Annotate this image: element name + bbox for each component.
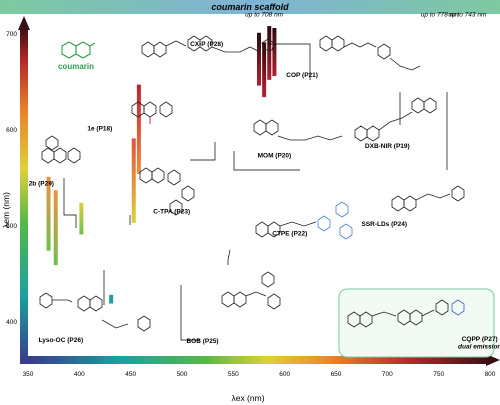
coumarin-label: coumarin	[58, 62, 94, 71]
probe-label: CQPP (P27)	[462, 336, 498, 343]
cqpp-box	[338, 288, 495, 358]
range-bar	[79, 202, 84, 235]
banner-title: coumarin scaffold	[0, 0, 500, 14]
mom-structure-icon	[253, 119, 343, 141]
range-bar	[109, 294, 114, 304]
range-bar	[267, 26, 272, 80]
x-axis-label: λex (nm)	[231, 393, 264, 403]
coumarin-structure-icon	[61, 41, 96, 59]
x-tick-label: 350	[23, 371, 34, 378]
probe-label: SSR-LDs (P24)	[361, 221, 407, 228]
probe-label: DXB-NIR (P19)	[365, 143, 410, 150]
y-tick-label: 700	[6, 31, 17, 38]
x-axis-bar	[28, 356, 490, 364]
y-tick-label: 500	[6, 223, 17, 230]
range-annotation: up to 778 nm	[421, 11, 460, 18]
probe-labels: CX-P (P28) COP (P21) 1e (P18) DXB-NIR (P19)…	[29, 41, 500, 350]
x-tick-label: 750	[433, 371, 444, 378]
probe-label: Lyso-OC (P26)	[39, 337, 84, 344]
x-tick-label: 450	[125, 371, 136, 378]
y-axis-label: λem (nm)	[1, 192, 11, 228]
probe-label: dual emission	[458, 344, 500, 351]
x-tick-labels: 350 400 450 500 550 600 650 700 750 800	[23, 371, 496, 378]
x-tick-label: 650	[331, 371, 342, 378]
probe-label: 1e (P18)	[87, 126, 112, 133]
y-tick-label: 400	[6, 319, 17, 326]
range-bar	[272, 28, 277, 76]
ctpa-structure-icon	[139, 167, 195, 216]
leader-ctpe	[227, 249, 231, 265]
cxp-structure-icon	[141, 35, 275, 58]
leader-2b	[63, 178, 77, 228]
x-axis-arrow	[486, 354, 500, 366]
probe-label: CX-P (P28)	[190, 41, 223, 48]
leader-bob	[180, 285, 200, 341]
range-bar	[131, 138, 136, 223]
leader-mom	[233, 151, 300, 171]
cop-structure-icon	[319, 35, 421, 71]
y-axis-arrow	[18, 16, 30, 30]
range-bar	[53, 190, 58, 266]
ssr-structure-icon	[391, 185, 465, 212]
probe-label: CTPE (P22)	[272, 230, 307, 237]
probe-label: 2b (P29)	[29, 180, 54, 187]
x-tick-label: 550	[228, 371, 239, 378]
range-bar	[257, 32, 261, 86]
y-tick-labels: 400 500 600 700	[6, 31, 17, 326]
lyso-structure-icon	[39, 292, 151, 332]
range-bar	[46, 176, 51, 251]
x-tick-label: 700	[382, 371, 393, 378]
probe-bars	[46, 26, 277, 304]
dxb-structure-icon	[354, 97, 437, 142]
leader-1e	[190, 142, 216, 161]
x-tick-label: 400	[74, 371, 85, 378]
probe-label: BOB (P25)	[186, 338, 218, 345]
ctpe-structure-icon	[255, 201, 353, 240]
x-tick-label: 800	[485, 371, 496, 378]
connector-lines	[63, 43, 448, 341]
molecule-sketches	[39, 35, 465, 332]
range-annotation: up to 743 nm	[448, 11, 487, 18]
probe-label: COP (P21)	[286, 72, 318, 79]
leader-cxp	[268, 43, 311, 60]
range-bar	[262, 42, 267, 98]
cqpp-structure-icon	[347, 299, 465, 328]
probe-label: MOM (P20)	[258, 153, 292, 160]
range-annotation: up to 708 nm	[245, 11, 284, 18]
bob-structure-icon	[221, 271, 281, 310]
b2-structure-icon	[41, 135, 81, 164]
x-tick-label: 500	[177, 371, 188, 378]
probe-label: C-TPA (P23)	[153, 208, 190, 215]
e1-structure-icon	[131, 101, 173, 124]
x-tick-label: 600	[279, 371, 290, 378]
y-tick-label: 600	[6, 127, 17, 134]
range-bar	[136, 84, 141, 174]
y-axis-bar	[20, 28, 28, 364]
